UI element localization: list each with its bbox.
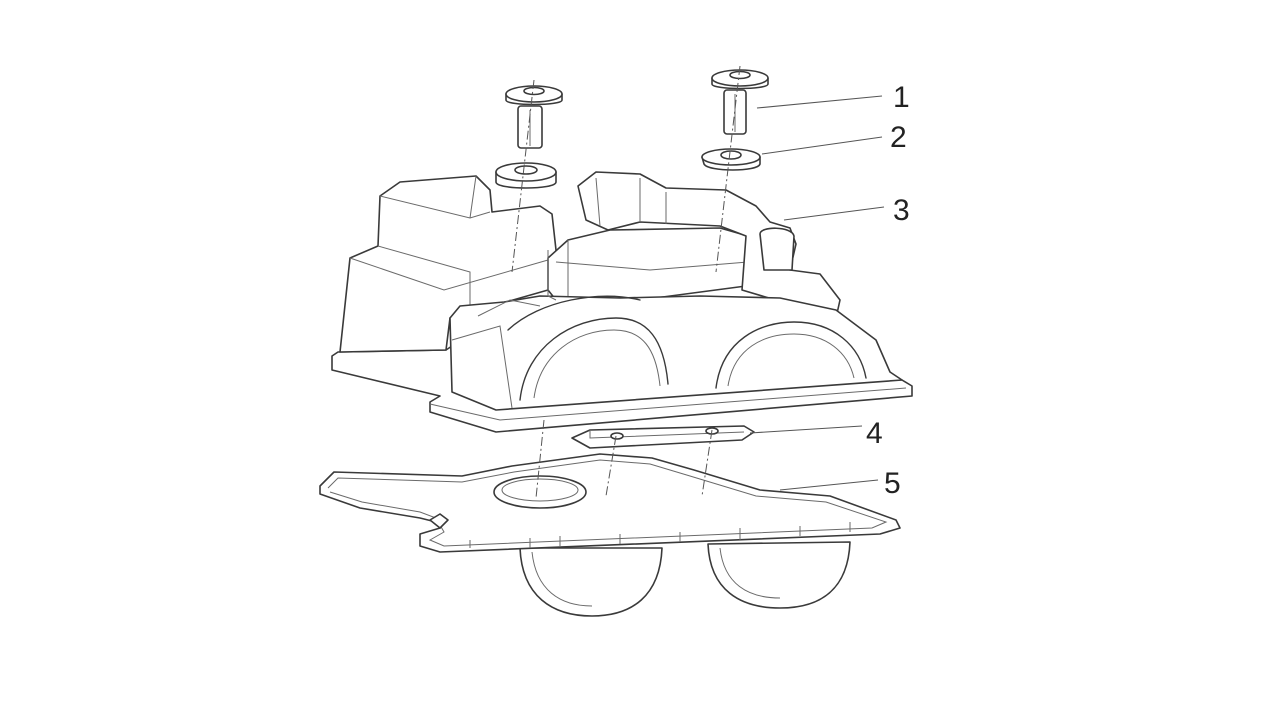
- bolt-part-1-right: [711, 69, 769, 135]
- seal-washer-part-2-left: [495, 162, 557, 189]
- callout-5: 5: [884, 467, 901, 500]
- callout-3: 3: [893, 194, 910, 227]
- callout-1: 1: [893, 81, 910, 114]
- gasket-lobe-right: [707, 541, 851, 609]
- gasket-ring-seal: [493, 475, 587, 509]
- gasket-part-5: [319, 453, 901, 617]
- bolt-part-1-left: [505, 85, 563, 149]
- callout-leaders: [749, 95, 885, 491]
- callout-4: 4: [866, 417, 883, 450]
- callout-2: 2: [890, 121, 907, 154]
- assembly-axes: [511, 65, 741, 499]
- baffle-plate-part-4: [571, 425, 755, 449]
- gasket-frame: [319, 453, 901, 553]
- valve-cover-part-3: [331, 171, 913, 433]
- gasket-lobe-left: [519, 547, 663, 617]
- cover-body-right: [577, 171, 841, 319]
- seal-washer-part-2-right: [701, 148, 761, 171]
- cover-front-arches: [449, 295, 903, 411]
